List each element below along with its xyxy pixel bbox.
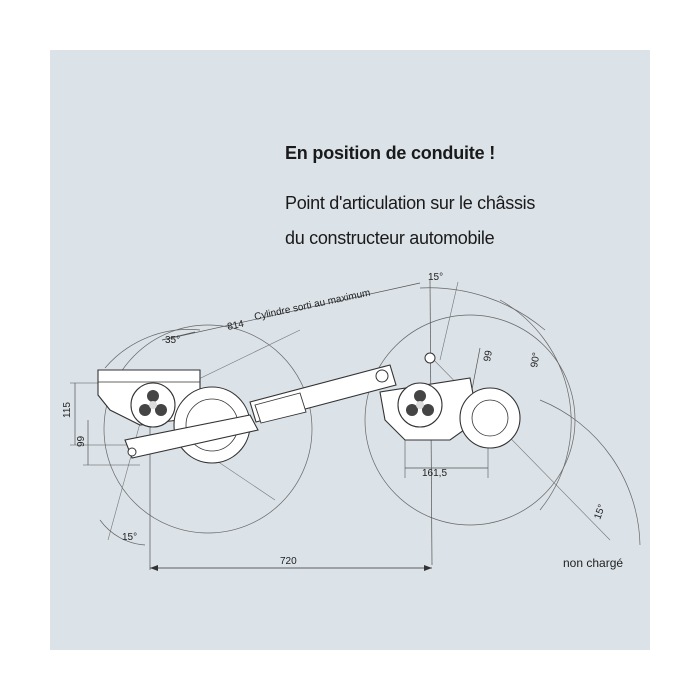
right-flower-mount (406, 390, 434, 416)
subtitle-line-1: Point d'articulation sur le châssis (285, 193, 536, 213)
dim-814: 814 (226, 319, 245, 333)
right-hub-disc (459, 387, 521, 449)
dim-99-right: 99 (482, 349, 495, 362)
dimension-line-814b (161, 331, 196, 341)
dimension-arc (99, 519, 146, 546)
right-swing-circle (364, 314, 576, 526)
dim-90-deg: 90° (529, 352, 542, 369)
dim-161-5: 161,5 (422, 468, 447, 479)
right-hub-inner (471, 399, 509, 437)
guide-line (439, 281, 459, 361)
cylinder-label: Cylindre sorti au maximum (253, 288, 371, 323)
arrow-left (150, 565, 158, 571)
subtitle-line-2: du constructeur automobile (285, 228, 495, 248)
dimension-arc (104, 329, 201, 369)
arrow-right (424, 565, 432, 571)
left-swing-circle (103, 324, 313, 534)
top-pivot-right (424, 352, 436, 364)
page-title: En position de conduite ! (285, 143, 495, 163)
left-flower-mount (139, 390, 167, 416)
dim-35-deg: 35° (165, 335, 180, 346)
dim-15-deg-top: 15° (428, 272, 443, 283)
dim-720: 720 (280, 556, 297, 567)
dimension-arc (499, 299, 572, 511)
dim-15-deg-bottom-left: 15° (122, 532, 137, 543)
dim-99-left: 99 (76, 435, 87, 447)
cylinder-end (375, 369, 389, 383)
dim-15-deg-right: 15° (592, 503, 608, 521)
dimension-line-814 (161, 282, 421, 341)
dimension-arc (539, 399, 641, 546)
load-status-note: non chargé (563, 556, 624, 570)
guide-line (107, 404, 146, 541)
dim-115: 115 (62, 402, 73, 418)
arm-pivot-left (127, 447, 137, 457)
cylinder-rod (254, 392, 307, 424)
dimension-arc (419, 287, 546, 331)
